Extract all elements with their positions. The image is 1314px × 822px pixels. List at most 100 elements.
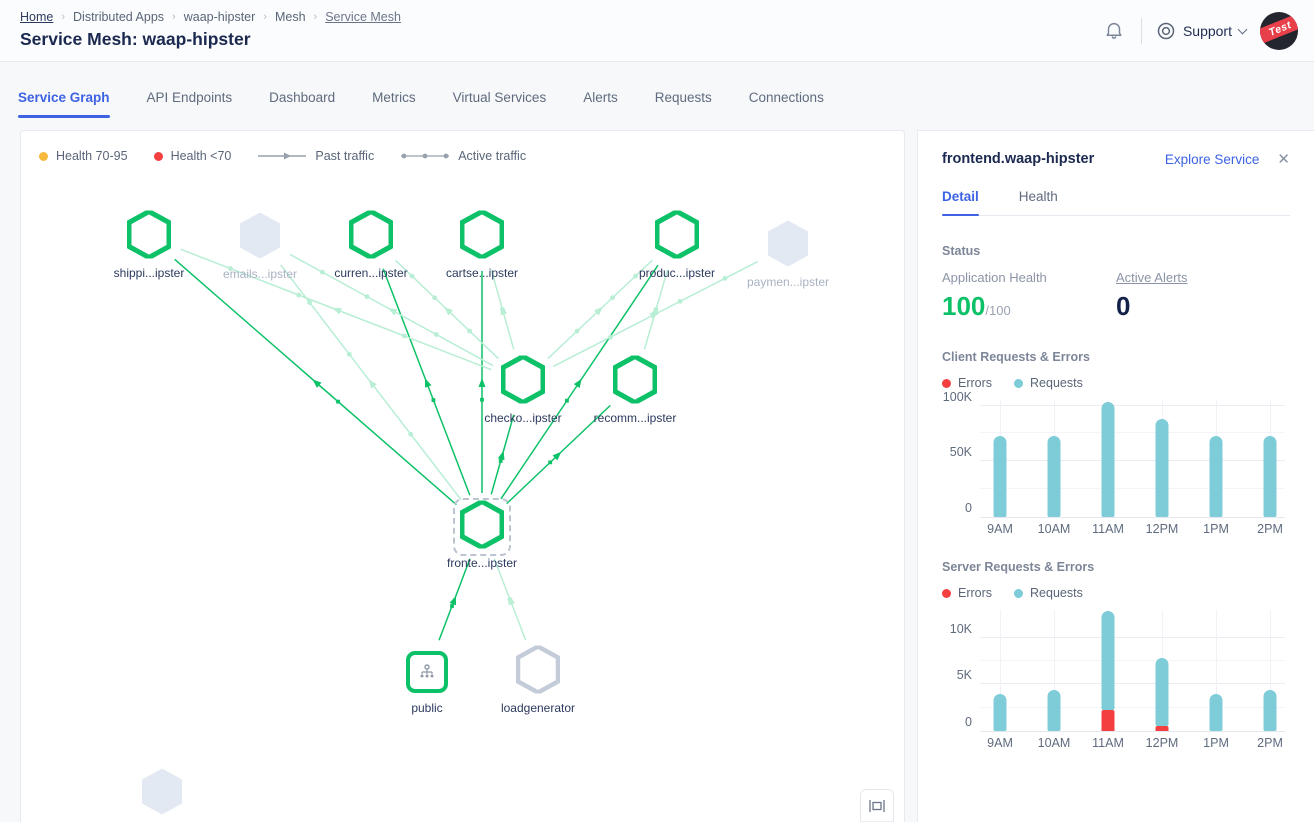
support-icon [1157, 22, 1175, 40]
graph-edge-frontend-product [500, 264, 659, 500]
tab-virtual-services[interactable]: Virtual Services [452, 89, 547, 105]
graph-node-email[interactable] [238, 212, 282, 265]
graph-node-label-currency: curren...ipster [334, 266, 408, 280]
support-menu[interactable]: Support [1156, 21, 1248, 41]
requests-legend-label: Requests [1030, 586, 1083, 600]
graph-node-product[interactable] [654, 209, 700, 264]
graph-zoom-controls: + [860, 789, 894, 822]
tab-api-endpoints[interactable]: API Endpoints [146, 89, 233, 105]
active-alerts-value: 0 [1116, 291, 1131, 321]
bar-requests-9AM[interactable] [993, 435, 1007, 517]
hexagon-icon [459, 209, 505, 260]
legend-health-low: Health <70 [153, 149, 231, 163]
tab-alerts[interactable]: Alerts [583, 89, 618, 105]
graph-edge-frontend-recommendation [506, 404, 611, 505]
graph-edge-frontend-checkout [490, 414, 515, 495]
bar-requests-2PM[interactable] [1263, 435, 1277, 517]
bar-requests-10AM[interactable] [1047, 435, 1061, 517]
past-traffic-icon [258, 152, 307, 160]
x-tick-label: 2PM [1257, 736, 1283, 750]
network-icon [420, 664, 434, 678]
breadcrumb-mesh[interactable]: Mesh [274, 10, 306, 24]
chevron-down-icon [1237, 24, 1248, 35]
hexagon-icon [348, 209, 394, 260]
bar-requests-11AM[interactable] [1101, 402, 1115, 517]
graph-node-label-email: emails...ipster [222, 267, 298, 281]
close-icon[interactable]: ✕ [1277, 150, 1290, 168]
graph-node-label-shipping: shippi...ipster [113, 266, 185, 280]
graph-node-label-public: public [411, 701, 443, 715]
bar-requests-9AM[interactable] [993, 693, 1007, 731]
tab-dashboard[interactable]: Dashboard [269, 89, 336, 105]
active-alerts-link[interactable]: Active Alerts [1116, 270, 1188, 285]
bar-errors-11AM[interactable] [1101, 709, 1115, 731]
explore-service-link[interactable]: Explore Service [1164, 151, 1260, 167]
fit-to-screen-button[interactable] [861, 790, 893, 821]
graph-node-payment[interactable] [766, 220, 810, 273]
service-graph-panel: Health 70-95 Health <70 Past traffic [20, 130, 905, 822]
active-traffic-icon [401, 153, 450, 159]
y-tick-label: 10K [949, 621, 972, 636]
graph-node-checkout[interactable] [500, 354, 546, 409]
graph-node-cartservice[interactable] [459, 209, 505, 264]
errors-legend-label: Errors [958, 586, 993, 600]
hexagon-icon [459, 499, 505, 550]
y-tick-label: 0 [965, 715, 972, 729]
tab-requests[interactable]: Requests [654, 89, 712, 105]
page-title: Service Mesh: waap-hipster [20, 29, 251, 49]
status-heading: Status [942, 244, 981, 258]
panel-tab-detail[interactable]: Detail [942, 189, 979, 216]
application-health-label: Application Health [942, 270, 1047, 285]
graph-node-shipping[interactable] [126, 209, 172, 264]
tab-metrics[interactable]: Metrics [372, 89, 416, 105]
graph-node-public[interactable] [406, 651, 448, 693]
graph-node-loadgenerator[interactable] [515, 644, 561, 699]
user-avatar[interactable]: Test [1260, 12, 1298, 50]
x-tick-label: 12PM [1145, 736, 1179, 750]
graph-node-currency[interactable] [348, 209, 394, 264]
bar-requests-2PM[interactable] [1263, 690, 1277, 731]
breadcrumb: Home › Distributed Apps › waap-hipster ›… [20, 10, 1294, 24]
bar-requests-12PM[interactable] [1155, 658, 1169, 727]
hexagon-icon [515, 644, 561, 695]
graph-node-recommendation[interactable] [612, 354, 658, 409]
graph-node-label-loadgenerator: loadgenerator [500, 701, 576, 715]
fit-to-screen-icon [869, 799, 885, 812]
breadcrumb-service-mesh[interactable]: Service Mesh [325, 10, 401, 24]
x-tick-label: 11AM [1092, 522, 1124, 536]
application-health-suffix: /100 [985, 303, 1011, 318]
breadcrumb-distributed-apps[interactable]: Distributed Apps [73, 10, 165, 24]
requests-dot-icon [1014, 378, 1024, 388]
breadcrumb-waap-hipster[interactable]: waap-hipster [183, 10, 256, 24]
bar-requests-12PM[interactable] [1155, 418, 1169, 517]
bar-requests-1PM[interactable] [1209, 435, 1223, 517]
graph-node-ghost[interactable] [140, 768, 184, 821]
active-alerts: Active Alerts 0 [1116, 270, 1290, 322]
requests-legend-label: Requests [1030, 376, 1083, 390]
legend-health-mid-label: Health 70-95 [56, 149, 128, 163]
bar-requests-10AM[interactable] [1047, 690, 1061, 731]
graph-node-frontend[interactable] [459, 499, 505, 554]
hexagon-icon [240, 212, 280, 259]
y-tick-label: 100K [942, 389, 972, 404]
panel-tab-health[interactable]: Health [1018, 189, 1058, 204]
tab-connections[interactable]: Connections [748, 89, 824, 105]
tab-service-graph[interactable]: Service Graph [18, 66, 110, 127]
bar-errors-12PM[interactable] [1155, 726, 1169, 731]
breadcrumb-separator: › [61, 11, 66, 23]
errors-legend-label: Errors [958, 376, 993, 390]
hexagon-icon [142, 768, 182, 815]
graph-legend: Health 70-95 Health <70 Past traffic [39, 149, 526, 163]
gateway-node-box [406, 651, 448, 693]
breadcrumb-separator: › [313, 11, 318, 23]
x-tick-label: 1PM [1203, 522, 1229, 536]
bar-requests-1PM[interactable] [1209, 693, 1223, 731]
bar-requests-11AM[interactable] [1101, 610, 1115, 710]
x-tick-label: 11AM [1092, 736, 1124, 750]
breadcrumb-home[interactable]: Home [20, 10, 54, 24]
graph-edge-frontend-shipping [174, 258, 457, 506]
x-tick-label: 12PM [1145, 522, 1179, 536]
notifications-button[interactable] [1101, 18, 1127, 44]
client-chart-legend: Errors Requests [942, 376, 1290, 390]
